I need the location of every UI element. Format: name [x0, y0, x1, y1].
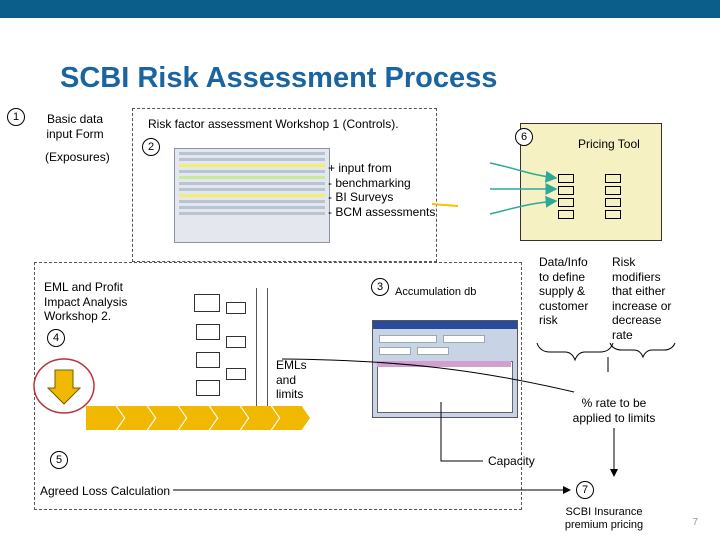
workshop1-screenshot	[174, 148, 330, 243]
basic-form-line2: input Form	[46, 126, 104, 141]
step-5-marker: 5	[50, 451, 68, 469]
eml-flowchart-thumbnail	[160, 288, 270, 416]
risk-modifiers-line3: that either	[612, 284, 666, 298]
risk-modifiers-brace	[609, 342, 676, 359]
rate-line1: % rate to be	[581, 396, 647, 410]
accumulation-db-screenshot	[372, 320, 518, 418]
emls-line2: and	[276, 372, 297, 387]
inputs-list: + input from - benchmarking - BI Surveys…	[328, 161, 435, 219]
step-7-marker: 7	[576, 481, 594, 499]
inputs-line2: - benchmarking	[328, 175, 411, 190]
premium-label: SCBI Insurance premium pricing	[561, 506, 647, 532]
risk-modifiers-line4: increase or	[612, 298, 672, 313]
step-6-marker: 6	[515, 128, 533, 146]
data-info-line4: customer	[539, 298, 589, 313]
pricing-tool-label: Pricing Tool	[578, 137, 640, 151]
premium-line2: premium pricing	[564, 519, 644, 531]
rate-line2: applied to limits	[572, 410, 656, 425]
pricing-row	[558, 198, 574, 207]
db-table-header	[377, 361, 511, 367]
data-info-brace	[536, 342, 614, 362]
workshop1-region	[132, 108, 437, 262]
step-4-marker: 4	[47, 329, 65, 347]
db-titlebar	[373, 321, 517, 329]
exposures-label: (Exposures)	[45, 150, 110, 164]
flow-node	[226, 368, 246, 380]
flow-node	[194, 294, 220, 312]
inputs-line1: + input from	[328, 161, 392, 175]
inputs-line3: - BI Surveys	[328, 190, 394, 204]
agreed-loss-label: Agreed Loss Calculation	[40, 484, 171, 498]
page-title: SCBI Risk Assessment Process	[60, 62, 498, 94]
flow-node	[226, 336, 246, 348]
db-field	[379, 347, 411, 355]
pricing-row	[605, 174, 621, 183]
risk-modifiers-label: Risk modifiers that either increase or d…	[612, 255, 671, 342]
data-info-label: Data/Info to define supply & customer ri…	[539, 255, 588, 328]
pricing-row	[558, 174, 574, 183]
risk-modifiers-line6: rate	[612, 327, 633, 342]
data-info-line1: Data/Info	[539, 255, 588, 269]
accumulation-label: Accumulation db	[395, 286, 477, 298]
eml-workshop-line2: Impact Analysis	[44, 294, 128, 309]
emls-line1: EMLs	[276, 358, 307, 372]
flow-node	[196, 352, 220, 368]
capacity-label: Capacity	[488, 454, 535, 468]
eml-workshop-line3: Workshop 2.	[44, 309, 112, 323]
pricing-row	[605, 198, 621, 207]
inputs-line4: - BCM assessments	[328, 204, 436, 219]
risk-modifiers-line5: decrease	[612, 313, 662, 327]
brand-bar	[0, 0, 720, 18]
flow-column	[256, 288, 268, 412]
pricing-row	[558, 186, 574, 195]
db-table	[377, 361, 513, 413]
emls-line3: limits	[276, 387, 304, 401]
workshop1-label: Risk factor assessment Workshop 1 (Contr…	[148, 117, 399, 131]
page-number: 7	[692, 517, 698, 528]
eml-workshop-line1: EML and Profit	[44, 280, 123, 294]
flow-node	[196, 324, 220, 340]
pricing-row	[558, 210, 574, 219]
data-info-line2: to define	[539, 269, 586, 284]
eml-workshop-label: EML and Profit Impact Analysis Workshop …	[44, 280, 127, 324]
step-3-marker: 3	[371, 278, 389, 296]
rate-label: % rate to be applied to limits	[565, 396, 663, 425]
step-2-marker: 2	[142, 138, 160, 156]
risk-modifiers-line2: modifiers	[612, 269, 661, 284]
pricing-row	[605, 210, 621, 219]
data-info-line3: supply &	[539, 284, 586, 298]
data-info-line5: risk	[539, 313, 558, 327]
basic-form-label: Basic data input Form	[46, 112, 104, 141]
db-field	[417, 347, 449, 355]
db-field	[443, 335, 485, 343]
pricing-row	[605, 186, 621, 195]
pricing-tool-panel	[520, 123, 662, 241]
step-1-marker: 1	[7, 108, 25, 126]
db-field	[379, 335, 437, 343]
basic-form-line1: Basic data	[46, 112, 104, 126]
risk-modifiers-line1: Risk	[612, 255, 636, 269]
premium-line1: SCBI Insurance	[565, 506, 643, 518]
emls-label: EMLs and limits	[276, 358, 307, 402]
flow-node	[196, 380, 220, 396]
flow-node	[226, 302, 246, 314]
